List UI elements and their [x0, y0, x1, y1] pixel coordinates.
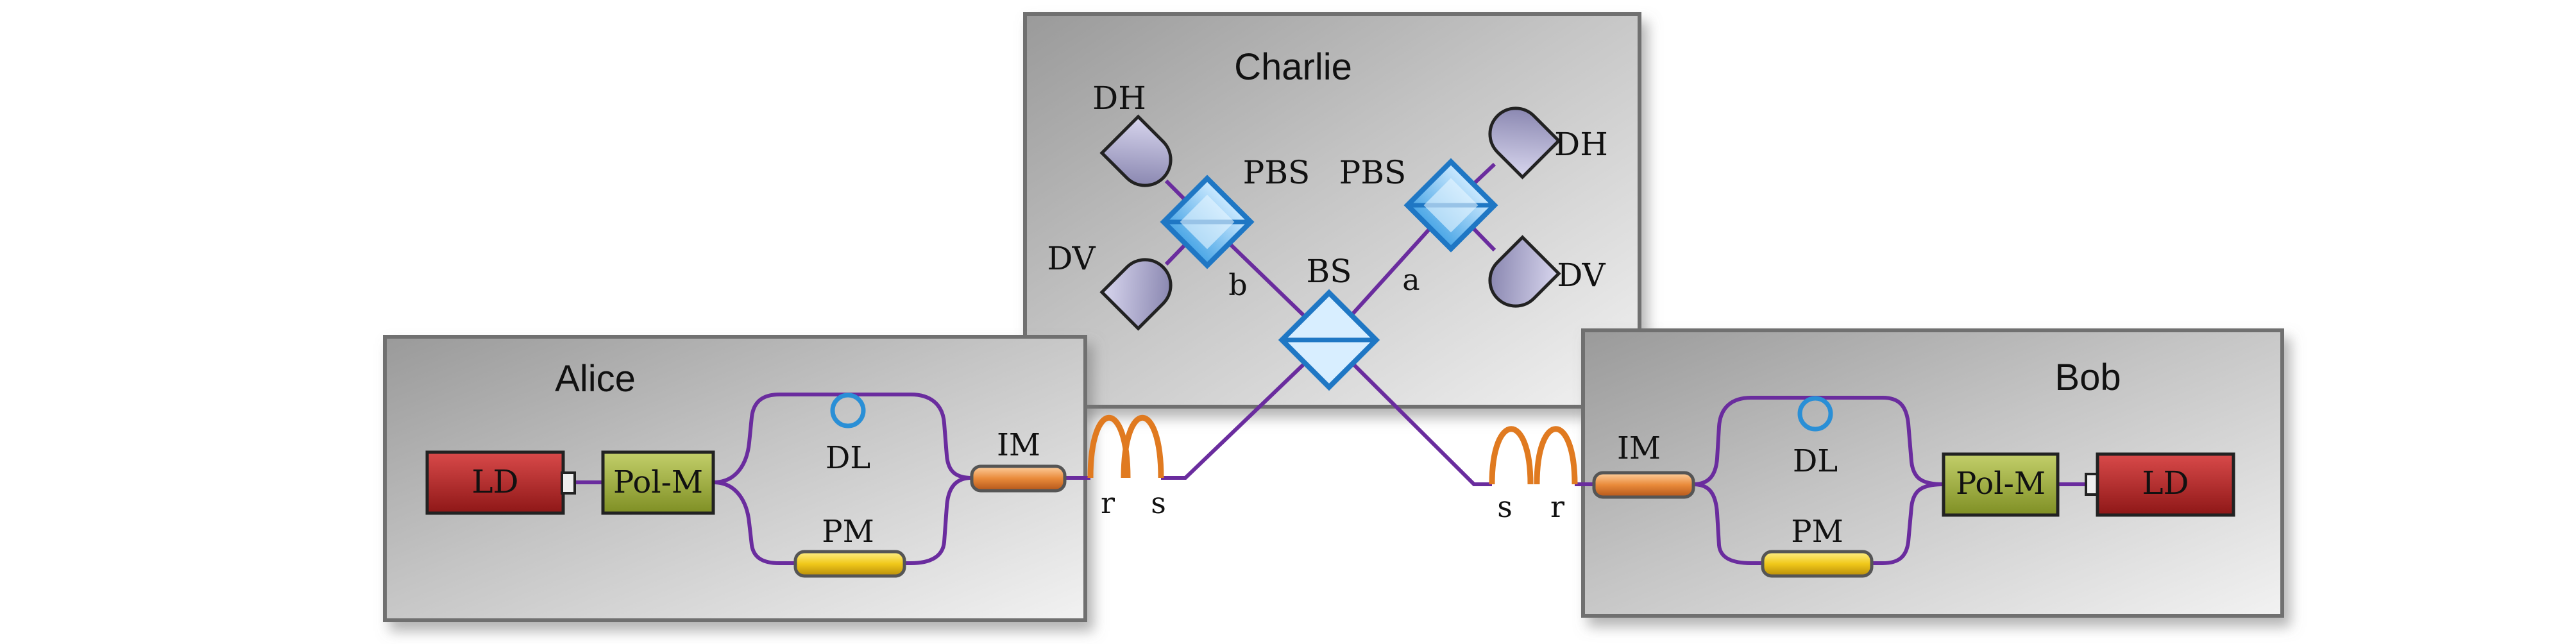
fiber-bs-to-alice	[1161, 338, 1331, 480]
label-dv-right: DV	[1557, 257, 1606, 294]
label-dh-right: DH	[1554, 126, 1608, 163]
bob-pm-label: PM	[1791, 514, 1843, 550]
alice-coil-s	[1121, 414, 1164, 479]
pbs-right	[1403, 158, 1498, 253]
alice-label-r: r	[1101, 486, 1115, 520]
alice-delay-line	[830, 393, 866, 428]
bob-title: Bob	[2055, 357, 2121, 398]
detector-dh-left	[1099, 114, 1173, 187]
pbs-left	[1160, 174, 1255, 269]
fiber-alice-interferometer	[713, 393, 972, 565]
alice-channel-coils	[1087, 414, 1164, 479]
detector-dv-left	[1099, 258, 1173, 331]
bs	[1278, 289, 1380, 391]
bob-im-label: IM	[1617, 430, 1661, 466]
alice-polm-label: Pol-M	[613, 464, 703, 500]
bob-coil-r	[1534, 426, 1578, 485]
alice-im-label: IM	[997, 427, 1040, 463]
detector-dh-right	[1488, 106, 1561, 180]
label-port-b: b	[1228, 267, 1247, 302]
bob-intensity-modulator	[1592, 471, 1695, 499]
label-pbs-left: PBS	[1243, 154, 1310, 191]
label-port-a: a	[1402, 262, 1419, 297]
alice-ld-label: LD	[471, 463, 518, 500]
label-dv-left: DV	[1047, 240, 1096, 277]
alice-dl-label: DL	[826, 440, 870, 476]
alice-laser-connector	[561, 471, 576, 495]
alice-pm-label: PM	[822, 514, 874, 550]
charlie-title: Charlie	[1234, 46, 1352, 88]
alice-intensity-modulator	[970, 464, 1067, 493]
label-pbs-right: PBS	[1339, 154, 1407, 191]
bob-polm-label: Pol-M	[1956, 466, 2046, 502]
label-dh-left: DH	[1092, 80, 1146, 117]
bob-label-r: r	[1550, 489, 1564, 524]
bob-delay-line	[1797, 396, 1833, 432]
bob-ld-label: LD	[2142, 464, 2189, 502]
alice-label-s: s	[1151, 486, 1166, 520]
bob-laser-diode	[2096, 452, 2235, 517]
alice-laser-diode	[425, 450, 565, 515]
bob-label-s: s	[1497, 489, 1513, 524]
detector-dv-right	[1488, 235, 1561, 308]
fiber-bs-to-bob	[1327, 338, 1492, 486]
bob-pol-m	[1942, 452, 2060, 517]
bob-dl-label: DL	[1793, 443, 1838, 479]
bob-channel-coils	[1489, 426, 1578, 485]
alice-pol-m	[601, 450, 715, 515]
alice-phase-modulator	[793, 550, 906, 578]
label-bs: BS	[1307, 253, 1352, 290]
bob-phase-modulator	[1761, 550, 1874, 578]
fiber-bob-interferometer	[1693, 396, 1944, 565]
alice-title: Alice	[555, 358, 636, 400]
bob-coil-s	[1489, 426, 1534, 485]
